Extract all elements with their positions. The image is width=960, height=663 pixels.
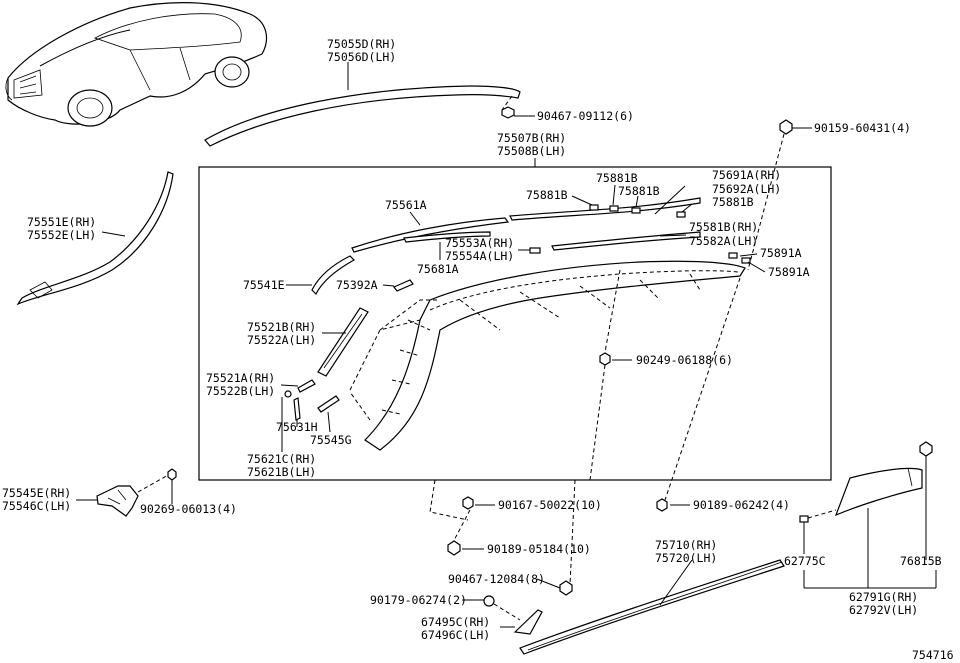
label-75881b-c: 75881B — [618, 184, 660, 198]
label-75551e: 75551E(RH) — [27, 215, 96, 229]
lower-fasteners — [429, 479, 690, 621]
label-75552e: 75552E(LH) — [27, 228, 96, 242]
label-75056d: 75056D(LH) — [327, 50, 396, 64]
label-75522b: 75522B(LH) — [206, 384, 275, 398]
label-62792v: 62792V(LH) — [849, 603, 918, 617]
label-75881b-d: 75881B — [712, 195, 754, 209]
label-75621c: 75621C(RH) — [247, 452, 316, 466]
label-75881b-b: 75881B — [526, 188, 568, 202]
label-75055d: 75055D(RH) — [327, 37, 396, 51]
label-75581b: 75581B(RH) — [689, 220, 758, 234]
label-75553a: 75553A(RH) — [445, 236, 514, 250]
label-75681a: 75681A — [417, 262, 459, 276]
car-illustration — [5, 2, 268, 127]
roof-molding — [204, 62, 535, 147]
label-90467-09112: 90467-09112(6) — [537, 109, 634, 123]
pillar-garnish — [16, 171, 174, 306]
rear-quarter-parts — [799, 441, 937, 589]
clip-90159 — [664, 119, 812, 501]
label-76815b: 76815B — [900, 554, 942, 568]
frame-parts — [280, 184, 766, 481]
label-75521a: 75521A(RH) — [206, 371, 275, 385]
label-90159-60431: 90159-60431(4) — [814, 121, 911, 135]
label-75554a: 75554A(LH) — [445, 249, 514, 263]
label-90189-06242: 90189-06242(4) — [693, 498, 790, 512]
label-75621b: 75621B(LH) — [247, 465, 316, 479]
label-90167-50022: 90167-50022(10) — [498, 498, 602, 512]
diagram-code: 754716 — [912, 648, 954, 662]
label-75710: 75710(RH) — [655, 538, 717, 552]
label-75720: 75720(LH) — [655, 551, 717, 565]
label-90269-06013: 90269-06013(4) — [140, 502, 237, 516]
label-75891a-b: 75891A — [768, 265, 810, 279]
label-90189-05184: 90189-05184(10) — [487, 542, 591, 556]
label-90179-06274: 90179-06274(2) — [370, 593, 467, 607]
label-75881b-a: 75881B — [596, 171, 638, 185]
label-75521b: 75521B(RH) — [247, 320, 316, 334]
label-75541e: 75541E — [243, 278, 285, 292]
side-molding — [519, 559, 785, 655]
label-75691a: 75691A(RH) — [712, 168, 781, 182]
label-62791g: 62791G(RH) — [849, 590, 918, 604]
label-75522a: 75522A(LH) — [247, 333, 316, 347]
assembly-frame — [198, 166, 832, 481]
label-75392a: 75392A — [336, 278, 378, 292]
label-75546c: 75546C(LH) — [2, 499, 71, 513]
bracket-75545e — [76, 468, 177, 517]
label-67495c: 67495C(RH) — [421, 615, 490, 629]
label-75891a-a: 75891A — [760, 246, 802, 260]
label-90467-12084: 90467-12084(8) — [448, 572, 545, 586]
label-75561a: 75561A — [385, 198, 427, 212]
part-labels: 75055D(RH) 75056D(LH) 90467-09112(6) 755… — [2, 37, 954, 662]
bracket-67495c — [500, 609, 543, 635]
label-75692a: 75692A(LH) — [712, 182, 781, 196]
label-90249-06188: 90249-06188(6) — [636, 353, 733, 367]
label-62775c: 62775C — [784, 554, 826, 568]
label-75582a: 75582A(LH) — [689, 234, 758, 248]
label-75631h: 75631H — [276, 420, 318, 434]
label-75545g: 75545G — [310, 433, 352, 447]
label-67496c: 67496C(LH) — [421, 628, 490, 642]
label-75545e: 75545E(RH) — [2, 486, 71, 500]
label-75507b: 75507B(RH) — [497, 131, 566, 145]
label-75508b: 75508B(LH) — [497, 144, 566, 158]
